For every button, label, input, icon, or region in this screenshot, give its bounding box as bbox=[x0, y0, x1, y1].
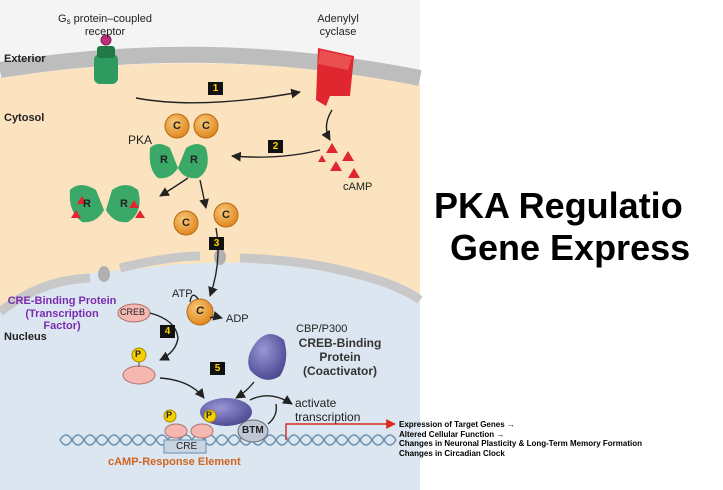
outcome-arrow bbox=[285, 419, 396, 440]
cre-element-annotation: cAMP-Response Element bbox=[108, 456, 241, 468]
nucleus-label: Nucleus bbox=[4, 331, 47, 343]
catalytic-label-3: C bbox=[182, 217, 190, 229]
phosphate-label-2: P bbox=[166, 410, 173, 420]
step-marker-1: 1 bbox=[208, 82, 223, 95]
adp-label: ADP bbox=[226, 313, 249, 325]
catalytic-label-5: C bbox=[196, 305, 204, 317]
activate-label: activate transcription bbox=[295, 396, 361, 424]
phosphate-label-1: P bbox=[135, 349, 142, 359]
cre-label: CRE bbox=[176, 441, 198, 452]
creb-phosphorylated bbox=[122, 347, 156, 385]
step-marker-4: 4 bbox=[160, 325, 175, 338]
step-marker-3: 3 bbox=[209, 237, 224, 250]
adenylyl-cyclase bbox=[316, 48, 354, 106]
plasma-membrane bbox=[0, 46, 422, 86]
outcome-item: Changes in Neuronal Plasticity & Long-Te… bbox=[399, 439, 642, 449]
phosphate-label-3: P bbox=[206, 410, 213, 420]
pka-label: PKA bbox=[128, 133, 153, 147]
gs-receptor bbox=[94, 34, 118, 84]
pka-holoenzyme bbox=[149, 113, 219, 179]
cbp-annotation: CREB-Binding Protein (Coactivator) bbox=[298, 336, 382, 378]
outcome-item: Expression of Target Genes → bbox=[399, 420, 515, 429]
outcome-list: Expression of Target Genes → Altered Cel… bbox=[399, 420, 642, 458]
step-marker-5: 5 bbox=[210, 362, 225, 375]
dna-helix bbox=[59, 434, 397, 446]
receptor-line2: receptor bbox=[84, 26, 126, 39]
receptor-prefix: G bbox=[58, 13, 67, 25]
nucleus-region bbox=[0, 262, 420, 490]
catalytic-label-4: C bbox=[222, 209, 230, 221]
title-line-2: Gene Express bbox=[450, 227, 691, 268]
regulatory-label-2: R bbox=[190, 154, 198, 166]
cbp-p300-coactivator bbox=[248, 334, 287, 380]
regulatory-subunits-camp bbox=[69, 185, 145, 223]
receptor-line1: protein–coupled bbox=[70, 13, 152, 25]
title-line-1: PKA Regulatio bbox=[434, 185, 683, 226]
exterior-label: Exterior bbox=[4, 53, 46, 65]
catalytic-label-2: C bbox=[202, 120, 210, 132]
cytosol-label: Cytosol bbox=[4, 112, 45, 124]
regulatory-label-1: R bbox=[160, 154, 168, 166]
catalytic-label-1: C bbox=[173, 120, 181, 132]
receptor-label: Gs protein–coupled receptor bbox=[50, 13, 160, 39]
btm-label: BTM bbox=[242, 425, 264, 436]
adenylyl-cyclase-label: Adenylyl cyclase bbox=[317, 13, 359, 38]
cbp-label: CBP/P300 bbox=[296, 323, 348, 335]
outcome-item: Changes in Circadian Clock bbox=[399, 448, 505, 458]
pathway-arrows bbox=[135, 88, 333, 425]
transcription-complex bbox=[163, 398, 269, 443]
regulatory-label-4: R bbox=[120, 198, 128, 210]
creb-protein-annotation: CRE-Binding Protein (Transcription Facto… bbox=[7, 295, 117, 333]
cre-box bbox=[163, 439, 207, 454]
camp-molecules bbox=[318, 143, 360, 178]
free-catalytic-subunits bbox=[173, 202, 239, 236]
outcome-item: Altered Cellular Function → bbox=[399, 429, 505, 439]
regulatory-label-3: R bbox=[83, 198, 91, 210]
atp-label: ATP bbox=[172, 288, 193, 300]
nuclear-envelope bbox=[0, 251, 423, 316]
step-marker-2: 2 bbox=[268, 140, 283, 153]
creb-label: CREB bbox=[120, 307, 146, 317]
camp-label: cAMP bbox=[343, 181, 373, 193]
receptor-subscript: s bbox=[66, 17, 71, 26]
